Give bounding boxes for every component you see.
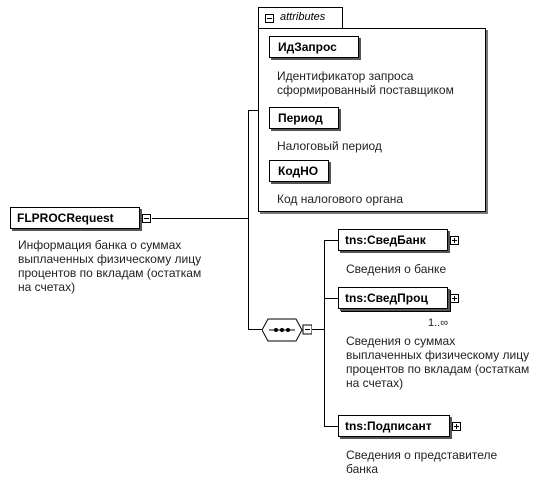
element-expand-icon[interactable] bbox=[450, 294, 459, 303]
root-element-name: FLPROCRequest bbox=[17, 211, 114, 225]
attribute-description: Налоговый период bbox=[277, 139, 382, 153]
branch-vertical-line bbox=[324, 240, 325, 426]
element-box-svedproc[interactable]: tns:СведПроц bbox=[338, 287, 448, 309]
element-name: tns:СведПроц bbox=[345, 291, 428, 305]
element-expand-icon[interactable] bbox=[452, 422, 461, 431]
attribute-name: КодНО bbox=[278, 164, 319, 178]
attribute-name: ИдЗапрос bbox=[278, 40, 337, 54]
attribute-name: Период bbox=[278, 111, 323, 125]
trunk-to-attributes-line bbox=[248, 110, 258, 111]
attribute-box-kodno[interactable]: КодНО bbox=[269, 160, 329, 182]
root-collapse-icon[interactable] bbox=[142, 214, 151, 223]
attribute-box-idzapros[interactable]: ИдЗапрос bbox=[269, 36, 359, 58]
element-box-svedbank[interactable]: tns:СведБанк bbox=[338, 229, 448, 251]
attributes-collapse-icon[interactable] bbox=[265, 14, 274, 23]
root-element-box[interactable]: FLPROCRequest bbox=[10, 207, 140, 229]
element-description: Сведения о банке bbox=[346, 262, 447, 276]
branch-to-element-3-line bbox=[324, 426, 338, 427]
element-description: Сведения о представителе банка bbox=[346, 448, 498, 476]
attribute-description: Идентификатор запроса сформированный пос… bbox=[277, 69, 454, 97]
root-to-trunk-line bbox=[152, 218, 248, 219]
element-expand-icon[interactable] bbox=[450, 236, 459, 245]
element-name: tns:Подписант bbox=[345, 419, 432, 433]
root-element-description: Информация банка о суммах выплаченных фи… bbox=[18, 238, 202, 294]
attribute-box-period[interactable]: Период bbox=[269, 107, 339, 129]
element-box-podpisant[interactable]: tns:Подписант bbox=[338, 415, 450, 437]
sequence-compositor-icon[interactable] bbox=[262, 318, 312, 342]
attributes-header-label: attributes bbox=[280, 11, 326, 23]
trunk-to-sequence-line bbox=[248, 329, 262, 330]
attributes-header-tab[interactable]: attributes bbox=[258, 7, 343, 29]
element-cardinality: 1..∞ bbox=[428, 317, 449, 329]
branch-to-element-2-line bbox=[324, 298, 338, 299]
attribute-description: Код налогового органа bbox=[277, 192, 404, 206]
attributes-panel: ИдЗапрос Идентификатор запроса сформиров… bbox=[258, 28, 486, 212]
trunk-vertical-line bbox=[248, 110, 249, 330]
sequence-to-branch-line bbox=[312, 329, 324, 330]
branch-to-element-1-line bbox=[324, 240, 338, 241]
element-description: Сведения о суммах выплаченных физическом… bbox=[346, 334, 530, 390]
element-name: tns:СведБанк bbox=[345, 233, 426, 247]
